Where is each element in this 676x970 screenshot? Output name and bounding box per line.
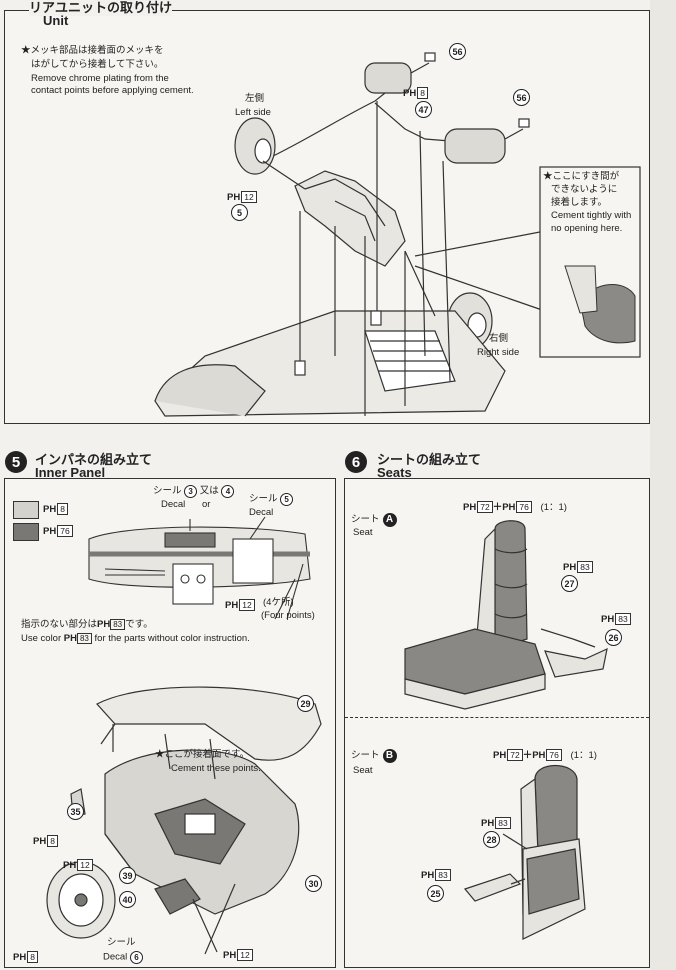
part-40: 40 [119, 891, 136, 908]
left-side-jp: 左側 [245, 93, 265, 104]
callout-en-2: no opening here. [551, 223, 623, 234]
seat-a-drawing [404, 520, 608, 710]
swatch-h76 [13, 523, 39, 541]
right-side-jp: 右側 [489, 333, 509, 344]
rear-unit-drawing [154, 52, 641, 417]
seat-divider [345, 717, 649, 718]
part-30: 30 [305, 875, 322, 892]
part-29: 29 [297, 695, 314, 712]
part-56-right: 56 [513, 89, 530, 106]
background-page-edge [650, 0, 676, 970]
rear-unit-title-jp: リアユニットの取り付け [29, 0, 173, 16]
part-25: 25 [427, 885, 444, 902]
inner-panel-title-jp: インパネの組み立て [35, 452, 153, 467]
rear-unit-title-en: Unit [43, 13, 69, 28]
seats-title-jp: シートの組み立て [377, 452, 482, 467]
part-26: 26 [605, 629, 622, 646]
decal-5-en: Decal [249, 507, 274, 518]
left-side-en: Left side [235, 107, 271, 118]
seat-a-en: Seat [353, 527, 373, 538]
chrome-note-en-2: contact points before applying cement. [31, 85, 194, 96]
decal-6-jp: シール [107, 937, 136, 948]
part-5: 5 [231, 204, 248, 221]
swatch-h8 [13, 501, 39, 519]
decal-5-jp: シール 5 [249, 493, 294, 506]
part-39: 39 [119, 867, 136, 884]
step-6-badge: 6 [345, 451, 367, 473]
chrome-note-en-1: Remove chrome plating from the [31, 73, 169, 84]
inner-panel-title-en: Inner Panel [35, 465, 106, 480]
decal-3-4-jp: シール 3 又は 4 [153, 485, 235, 498]
dashboard-assembly-drawing [46, 686, 322, 955]
cement-points-jp: ★ここが接着面です。 [155, 749, 250, 760]
part-56-top: 56 [449, 43, 466, 60]
part-47: 47 [415, 101, 432, 118]
decal-6-en: Decal 6 [103, 951, 143, 964]
four-points-jp: (4ケ所) [263, 597, 294, 608]
rear-unit-panel: リアユニットの取り付け Unit ★メッキ部品は接着面のメッキを はがしてから接… [4, 0, 650, 424]
callout-en-1: Cement tightly with [551, 210, 632, 221]
step-5-badge: 5 [5, 451, 27, 473]
part-35: 35 [67, 803, 84, 820]
callout-jp-1: ★ここにすき間が [543, 171, 620, 182]
seat-b-drawing [463, 765, 586, 940]
decal-3-4-en: Decal or [161, 499, 211, 510]
part-27: 27 [561, 575, 578, 592]
cement-points-en: Cement these points. [171, 763, 261, 774]
seat-b-en: Seat [353, 765, 373, 776]
dashboard-top-drawing [88, 516, 311, 620]
callout-jp-2: できないように [551, 184, 618, 195]
four-points-en: (Four points) [261, 610, 315, 621]
part-28: 28 [483, 831, 500, 848]
chrome-note-jp-1: ★メッキ部品は接着面のメッキを [21, 45, 164, 56]
callout-jp-3: 接着します。 [551, 197, 608, 208]
right-side-en: Right side [477, 347, 520, 358]
seats-title-en: Seats [377, 465, 412, 480]
chrome-note-jp-2: はがしてから接着して下さい。 [31, 59, 164, 70]
